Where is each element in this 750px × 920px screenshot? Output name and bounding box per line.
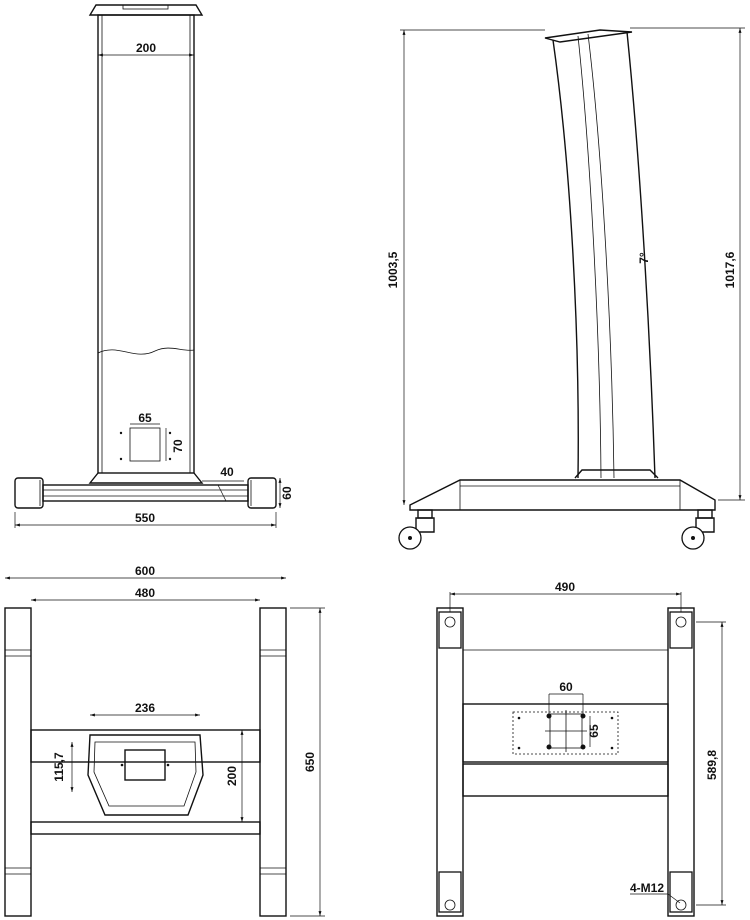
dim-top-width: 200 xyxy=(136,41,156,55)
dim-foot-height: 40 xyxy=(220,465,234,479)
column-top-cap xyxy=(88,4,204,16)
base-rail xyxy=(42,484,249,502)
dim-hole-spacing-y: 65 xyxy=(587,724,601,738)
column-body xyxy=(97,14,195,474)
bottom-cross-member xyxy=(462,703,669,763)
rear-caster xyxy=(681,509,715,550)
dim-height-rear: 1017,6 xyxy=(723,251,737,288)
dim-overall-depth: 650 xyxy=(303,752,317,772)
dim-inner-width: 480 xyxy=(135,586,155,600)
cross-member-front xyxy=(30,729,261,763)
dim-center-depth: 200 xyxy=(225,766,239,786)
top-view: 600 480 236 115,7 200 650 xyxy=(4,564,325,917)
tray xyxy=(87,734,204,816)
mounting-pattern xyxy=(512,711,619,755)
column-head xyxy=(544,29,633,43)
base-right-block xyxy=(247,477,277,509)
dim-rail-spacing: 490 xyxy=(555,580,575,594)
bottom-view: 490 60 65 589,8 4-M12 xyxy=(436,580,726,917)
pad-rear-right xyxy=(669,871,693,913)
dim-plate-width: 65 xyxy=(138,411,152,425)
dim-base-width: 550 xyxy=(135,511,155,525)
dim-hole-spacing-x: 60 xyxy=(559,680,573,694)
column-front-edge xyxy=(552,39,579,479)
pad-rear-left xyxy=(438,871,462,913)
dim-tilt-angle: 7° xyxy=(637,252,651,264)
bottom-left-rail xyxy=(436,607,464,917)
dim-tray-width: 236 xyxy=(135,701,155,715)
dim-rail-length: 589,8 xyxy=(705,750,719,780)
cross-member-rear xyxy=(30,821,261,835)
bottom-right-rail xyxy=(667,607,695,917)
dim-base-height: 60 xyxy=(280,486,294,500)
side-view: 1003,5 1017,6 7° xyxy=(386,27,745,550)
base-left-block xyxy=(14,477,44,509)
front-view: 200 65 70 40 60 550 xyxy=(14,4,294,528)
tray-plate xyxy=(124,749,166,781)
dim-overall-width: 600 xyxy=(135,564,155,578)
dim-plate-height: 70 xyxy=(171,439,185,453)
front-caster xyxy=(398,509,435,550)
pad-front-right xyxy=(669,611,693,649)
left-rail xyxy=(4,607,32,917)
column-foot xyxy=(88,472,204,484)
right-rail xyxy=(259,607,287,917)
dim-height-front: 1003,5 xyxy=(386,251,400,288)
mounting-plate xyxy=(129,427,161,462)
side-base xyxy=(409,479,716,511)
column-rear-edge xyxy=(626,31,656,479)
pad-front-left xyxy=(438,611,462,649)
thread-spec-label: 4-M12 xyxy=(630,881,664,895)
dim-tray-depth: 115,7 xyxy=(52,752,66,782)
